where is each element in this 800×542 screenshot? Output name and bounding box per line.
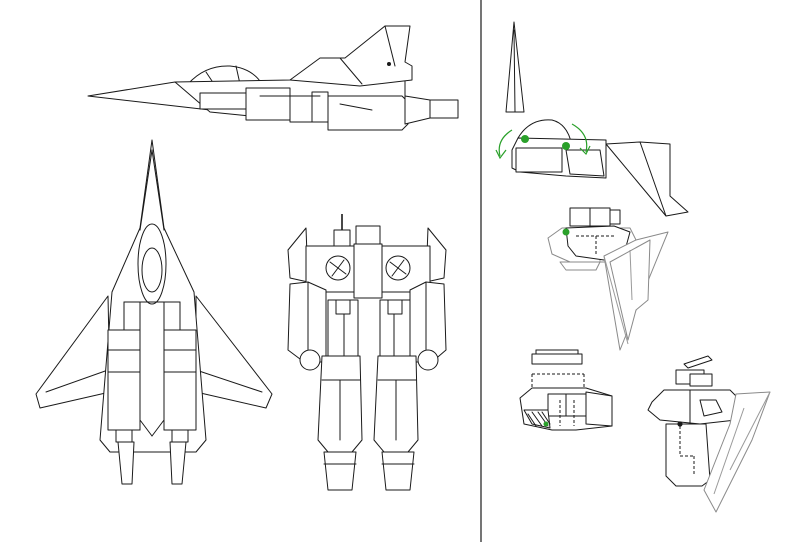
fighter-top-view <box>35 139 273 485</box>
pivot-point <box>562 142 570 150</box>
transformation-step-1 <box>495 21 689 217</box>
pivot-point <box>562 228 570 236</box>
robot-front-view <box>287 214 447 491</box>
transformation-step-2 <box>547 207 669 351</box>
pivot-point <box>543 421 549 427</box>
rotation-arrow <box>571 123 588 153</box>
rotation-arrow <box>498 129 513 157</box>
fighter-side-view <box>87 25 459 131</box>
transformation-step-3b <box>647 355 771 513</box>
pivot-point <box>521 135 529 143</box>
transformation-step-3a <box>519 349 613 431</box>
